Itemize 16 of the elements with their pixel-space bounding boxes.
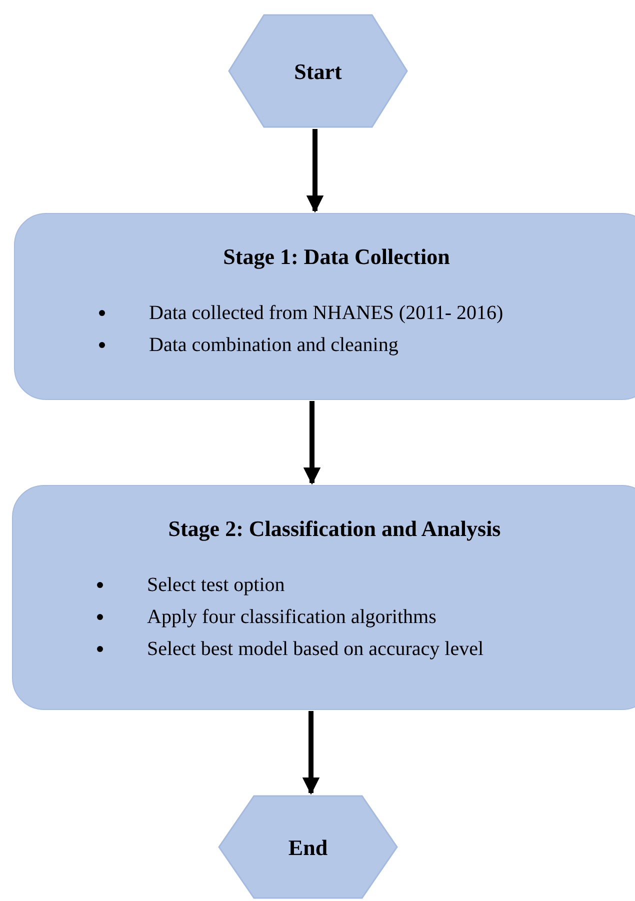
bullet-item: Select test option bbox=[97, 569, 285, 601]
node-label: Start bbox=[294, 58, 342, 86]
process-box bbox=[14, 213, 635, 400]
process-box bbox=[12, 485, 635, 710]
stage-heading: Stage 2: Classification and Analysis bbox=[168, 515, 501, 543]
arrow bbox=[302, 711, 320, 795]
arrow bbox=[306, 129, 324, 213]
stage-heading: Stage 1: Data Collection bbox=[223, 243, 450, 271]
bullet-item: Apply four classification algorithms bbox=[97, 601, 436, 633]
hexagon-node bbox=[228, 14, 408, 128]
bullet-item: Data combination and cleaning bbox=[99, 329, 398, 361]
bullet-item: Data collected from NHANES (2011- 2016) bbox=[99, 297, 504, 329]
arrow bbox=[303, 401, 321, 485]
node-label: End bbox=[288, 834, 328, 862]
bullet-item: Select best model based on accuracy level bbox=[97, 633, 484, 665]
hexagon-node bbox=[218, 795, 398, 899]
